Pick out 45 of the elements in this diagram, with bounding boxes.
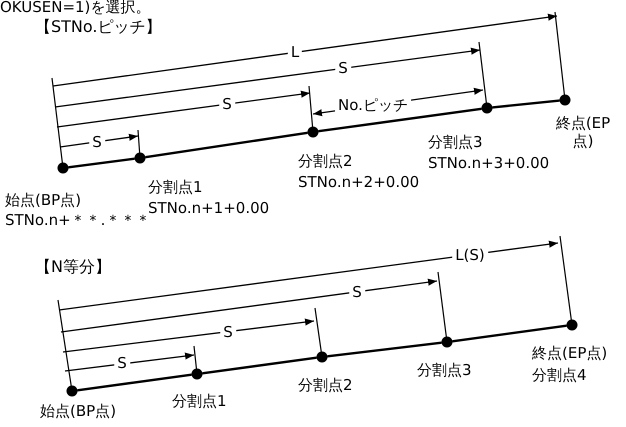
point-dot: [316, 352, 328, 362]
dimension-label: L(S): [452, 247, 488, 263]
dimension-label: S: [219, 96, 235, 112]
point-dot: [482, 102, 492, 114]
point-dot: [58, 162, 68, 174]
point-label: 始点(BP点): [5, 191, 82, 209]
point-dot: [66, 386, 78, 396]
point-label: 分割点2: [298, 376, 353, 394]
alignment-line: [68, 158, 135, 168]
note-text: OKUSEN=1)を選択。: [0, 0, 150, 16]
point-label: STNo.n+＊＊.＊＊＊: [5, 211, 150, 229]
point-dot: [442, 336, 452, 348]
dimension-label: S: [89, 134, 105, 150]
point-dot: [560, 94, 570, 106]
dimension-label: No.ピッチ: [335, 97, 411, 113]
point-label: 始点(BP点): [40, 402, 116, 420]
point-label: STNo.n+3+0.00: [428, 154, 550, 172]
point-label: 分割点3: [428, 133, 483, 151]
point-label: 分割点4: [532, 366, 587, 384]
dimension-label: S: [220, 324, 236, 340]
alignment-line: [452, 324, 567, 342]
point-label: 分割点2: [298, 152, 353, 170]
alignment-line: [318, 108, 482, 132]
alignment-line: [145, 132, 308, 158]
point-dot: [192, 368, 202, 380]
point-dot: [566, 320, 578, 330]
alignment-line: [327, 341, 442, 358]
dimension-label: S: [349, 284, 365, 300]
section-heading: 【N等分】: [35, 258, 111, 276]
dimension-label: S: [114, 355, 130, 371]
alignment-line: [492, 99, 560, 109]
alignment-line: [77, 374, 192, 392]
point-label: 分割点1: [148, 178, 203, 196]
dimension-label: L: [288, 44, 302, 60]
point-label: 終点(EP点): [532, 344, 608, 362]
point-label: 分割点3: [417, 361, 472, 379]
point-label: STNo.n+2+0.00: [298, 173, 420, 191]
alignment-line: [202, 356, 317, 374]
point-label: 分割点1: [172, 392, 227, 410]
point-label: STNo.n+1+0.00: [148, 199, 270, 217]
point-dot: [134, 152, 146, 164]
section-heading: 【STNo.ピッチ】: [35, 18, 162, 36]
point-label: 終点(EP点): [554, 114, 612, 150]
dimension-label: S: [335, 60, 351, 76]
point-dot: [308, 126, 318, 138]
